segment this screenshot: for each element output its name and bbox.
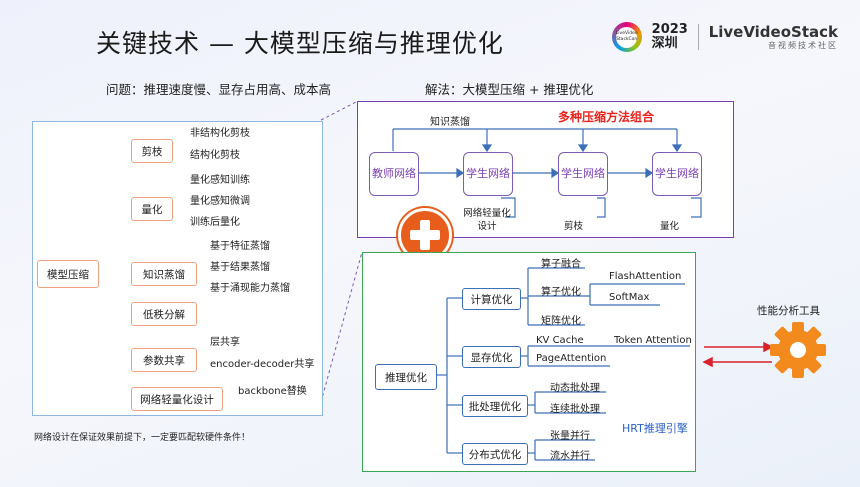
leaf-unstructured-pruning: 非结构化剪枝 <box>190 128 250 139</box>
leaf-dynamic-batching: 动态批处理 <box>550 383 600 394</box>
leaf-emergent-distill: 基于涌现能力蒸馏 <box>210 283 290 294</box>
caption-pruning: 剪枝 <box>564 221 584 232</box>
leaf-flashattention: FlashAttention <box>609 271 682 282</box>
group-low-rank: 低秩分解 <box>131 302 197 326</box>
group-compute-opt: 计算优化 <box>462 288 521 310</box>
solution-statement: 解法：大模型压缩 + 推理优化 <box>425 82 594 97</box>
leaf-op-optimization: 算子优化 <box>541 287 581 298</box>
gear-icon <box>770 322 826 378</box>
leaf-result-distill: 基于结果蒸馏 <box>210 262 270 273</box>
leaf-structured-pruning: 结构化剪枝 <box>190 150 240 161</box>
group-distillation: 知识蒸馏 <box>131 262 197 286</box>
brand-divider <box>697 24 699 50</box>
brand-area: LiveVideo StackCon 2023 深圳 LiveVideoStac… <box>611 22 838 52</box>
page-title: 关键技术 — 大模型压缩与推理优化 <box>96 29 504 58</box>
brand-tagline: 音视频技术社区 <box>768 40 838 50</box>
group-batch-opt: 批处理优化 <box>462 395 528 417</box>
compression-root: 模型压缩 <box>37 260 99 288</box>
inference-panel <box>362 252 696 472</box>
problem-statement: 问题：推理速度慢、显存占用高、成本高 <box>106 82 332 97</box>
student-network-box-1: 学生网络 <box>463 152 513 196</box>
leaf-layer-sharing: 层共享 <box>210 337 240 348</box>
brand-badge: 2023 深圳 <box>651 22 688 51</box>
leaf-feature-distill: 基于特征蒸馏 <box>210 241 270 252</box>
leaf-tensor-parallel: 张量并行 <box>550 431 590 442</box>
brand-name: LiveVideoStack <box>708 22 838 41</box>
hrt-engine-label: HRT推理引擎 <box>622 422 688 435</box>
group-lightweight-design: 网络轻量化设计 <box>131 387 223 411</box>
leaf-ptq: 训练后量化 <box>190 217 240 228</box>
group-distributed-opt: 分布式优化 <box>462 443 528 465</box>
caption-quantization: 量化 <box>660 221 680 232</box>
inference-root: 推理优化 <box>375 364 437 390</box>
leaf-kv-cache: KV Cache <box>536 335 584 346</box>
brand-text: LiveVideoStack 音视频技术社区 <box>709 24 838 51</box>
group-pruning: 剪枝 <box>131 139 173 163</box>
leaf-matrix-opt: 矩阵优化 <box>541 316 581 327</box>
perf-tool-label: 性能分析工具 <box>757 305 820 317</box>
student-network-box-2: 学生网络 <box>558 152 608 196</box>
group-quantization: 量化 <box>131 197 173 221</box>
leaf-qaf: 量化感知微调 <box>190 196 250 207</box>
compression-footnote: 网络设计在保证效果前提下，一定要匹配软硬件条件！ <box>34 433 251 443</box>
leaf-continuous-batching: 连续批处理 <box>550 404 600 415</box>
leaf-encdec-sharing: encoder-decoder共享 <box>210 359 315 370</box>
group-memory-opt: 显存优化 <box>462 346 521 368</box>
conference-logo: LiveVideo StackCon <box>611 22 642 52</box>
leaf-token-attention: Token Attention <box>614 335 692 346</box>
student-network-box-3: 学生网络 <box>652 152 702 196</box>
leaf-qat: 量化感知训练 <box>190 175 250 186</box>
combination-arrows <box>392 128 702 218</box>
leaf-pipeline-parallel: 流水并行 <box>550 451 590 462</box>
leaf-pageattention: PageAttention <box>536 353 607 364</box>
leaf-op-fusion: 算子融合 <box>541 259 581 270</box>
combination-title: 多种压缩方法组合 <box>558 110 655 124</box>
leaf-backbone-replace: backbone替换 <box>238 386 307 397</box>
inference-connectors <box>437 267 690 461</box>
teacher-network-box: 教师网络 <box>369 152 419 196</box>
logo-text: LiveVideo StackCon <box>616 26 638 48</box>
leaf-softmax: SoftMax <box>609 292 650 303</box>
distill-label: 知识蒸馏 <box>430 117 470 128</box>
group-param-sharing: 参数共享 <box>131 348 197 372</box>
caption-lightweight: 网络轻量化设计 <box>463 208 511 232</box>
